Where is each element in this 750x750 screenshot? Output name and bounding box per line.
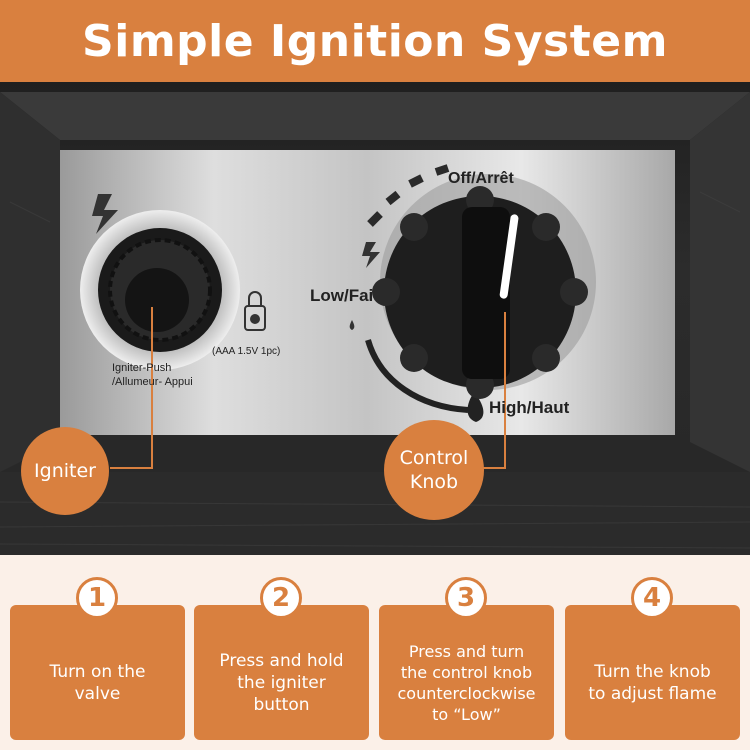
frame-right [690,92,750,472]
igniter-button [125,268,189,332]
range-arc [365,339,469,413]
step-number-1: 1 [76,577,118,619]
battery-label: (AAA 1.5V 1pc) [212,346,281,357]
title-banner: Simple Ignition System [0,0,750,82]
control-knob-callout: Control Knob [384,420,484,520]
high-label: High/Haut [489,398,570,417]
page-title: Simple Ignition System [82,15,668,67]
step-text-2: Press and hold the igniter button [219,650,344,715]
control-panel-illustration [0,92,750,555]
knob-indicator [499,214,519,299]
knob-dashes [367,164,450,227]
step-number-4: 4 [631,577,673,619]
step-number-2: 2 [260,577,302,619]
frame-bottom [0,472,750,555]
spark-icon [362,242,380,268]
off-label: Off/Arrêt [448,170,514,187]
step-text-1: Turn on the valve [49,661,146,704]
battery-icon [244,305,266,331]
igniter-plate-label: Igniter-Push /Allumeur- Appui [112,362,193,388]
small-flame-icon [349,320,355,330]
step-card-1: Turn on the valve [10,605,185,740]
igniter-callout: Igniter [21,427,109,515]
step-card-4: Turn the knob to adjust flame [565,605,740,740]
step-card-2: Press and hold the igniter button [194,605,369,740]
knob-grip [462,207,510,379]
product-photo: Off/Arrêt Low/Fai High/Haut Igniter-Push… [0,82,750,555]
step-text-3: Press and turn the control knob counterc… [397,641,536,724]
step-card-3: Press and turn the control knob counterc… [379,605,554,740]
igniter-leader-line [110,307,153,469]
step-number-3: 3 [445,577,487,619]
frame-top [0,92,750,140]
lightning-icon [92,194,118,234]
step-text-4: Turn the knob to adjust flame [588,661,717,704]
big-flame-icon [467,392,484,422]
frame-left [0,92,60,472]
knob-leader-line [480,312,506,469]
low-label: Low/Fai [310,286,374,305]
